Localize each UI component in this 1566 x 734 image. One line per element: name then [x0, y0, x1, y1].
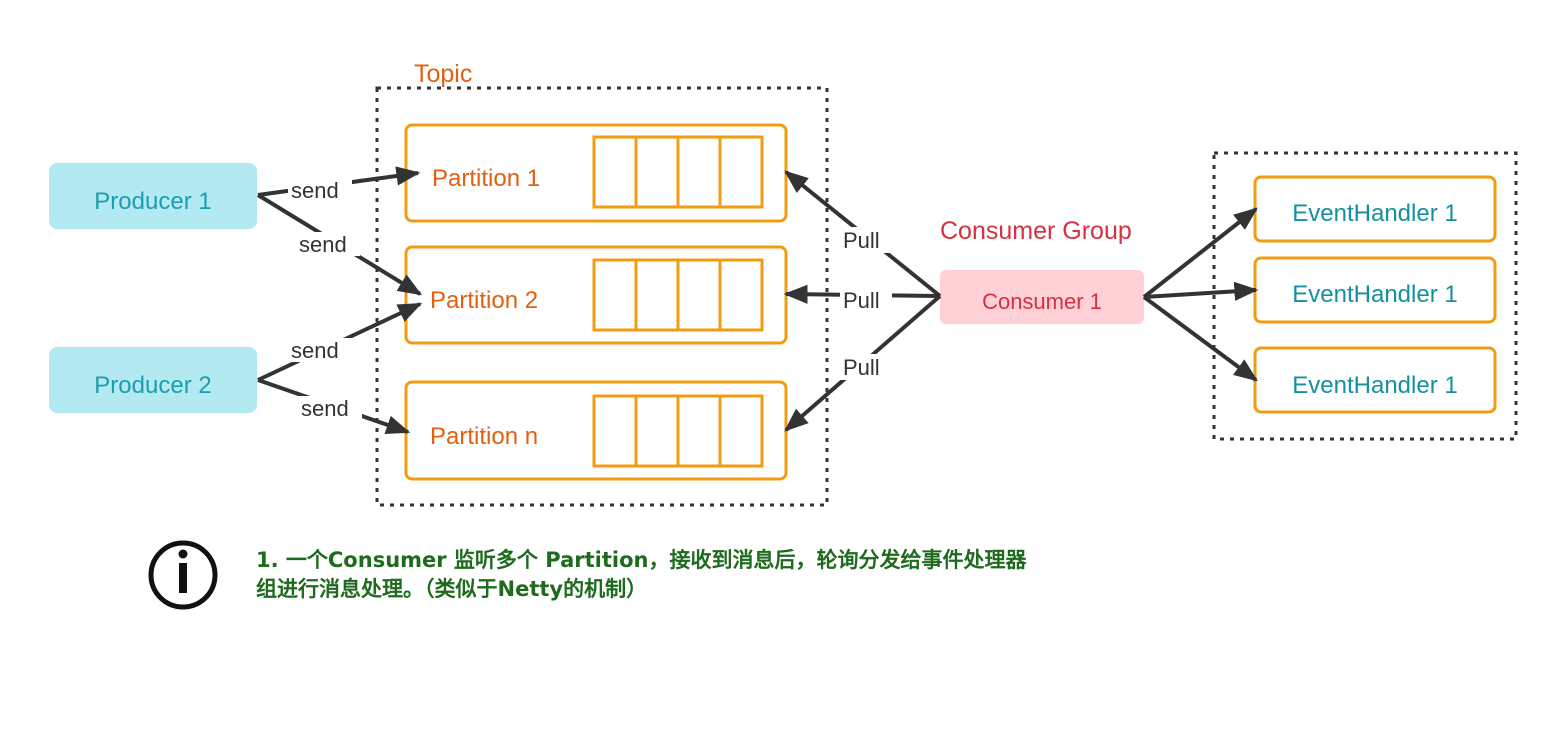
info-icon — [148, 540, 218, 610]
event-handler-3-label: EventHandler 1 — [1292, 372, 1457, 399]
partition-2: Partition 2 — [404, 245, 788, 345]
send-arrows — [256, 166, 423, 434]
event-handler-1-label: EventHandler 1 — [1292, 200, 1457, 227]
event-handler-2-label: EventHandler 1 — [1292, 281, 1457, 308]
dispatch-arrow-to-handler-3 — [1142, 295, 1258, 382]
partition-1-label: Partition 1 — [432, 165, 540, 192]
producer-1: Producer 1 — [49, 163, 257, 229]
topic-title: Topic — [414, 60, 472, 88]
send-label-2: send — [299, 232, 347, 257]
partition-n: Partition n — [404, 380, 788, 481]
partition-2-slots — [592, 258, 764, 332]
send-label-1: send — [291, 178, 339, 203]
consumer-1: Consumer 1 — [940, 270, 1144, 324]
partition-1-slots — [592, 135, 764, 209]
pull-label-2: Pull — [843, 288, 880, 313]
producer-1-label: Producer 1 — [94, 188, 211, 215]
consumer-group-title: Consumer Group — [940, 217, 1132, 245]
partition-n-label: Partition n — [430, 423, 538, 450]
info-note: 1. 一个Consumer 监听多个 Partition，接收到消息后，轮询分发… — [256, 546, 1216, 604]
topic-container — [375, 86, 829, 507]
event-handler-2: EventHandler 1 — [1253, 256, 1497, 324]
producer-2-label: Producer 2 — [94, 372, 211, 399]
producer-2: Producer 2 — [49, 347, 257, 413]
dispatch-arrow-to-handler-1 — [1142, 207, 1258, 299]
send-label-3: send — [291, 338, 339, 363]
partition-1: Partition 1 — [404, 123, 788, 223]
info-note-line-1: 1. 一个Consumer 监听多个 Partition，接收到消息后，轮询分发… — [256, 548, 1027, 572]
partition-n-slots — [592, 394, 764, 468]
dispatch-arrow-to-handler-2 — [1143, 281, 1259, 301]
dispatch-arrows — [1142, 207, 1259, 382]
pull-label-3: Pull — [843, 355, 880, 380]
event-handler-3: EventHandler 1 — [1253, 346, 1497, 414]
consumer-1-label: Consumer 1 — [982, 289, 1102, 314]
info-note-line-2: 组进行消息处理。（类似于Netty的机制） — [256, 577, 648, 601]
partition-2-label: Partition 2 — [430, 287, 538, 314]
pull-label-1: Pull — [843, 228, 880, 253]
send-label-4: send — [301, 396, 349, 421]
handler-group-container — [1212, 151, 1518, 441]
event-handler-1: EventHandler 1 — [1253, 175, 1497, 243]
